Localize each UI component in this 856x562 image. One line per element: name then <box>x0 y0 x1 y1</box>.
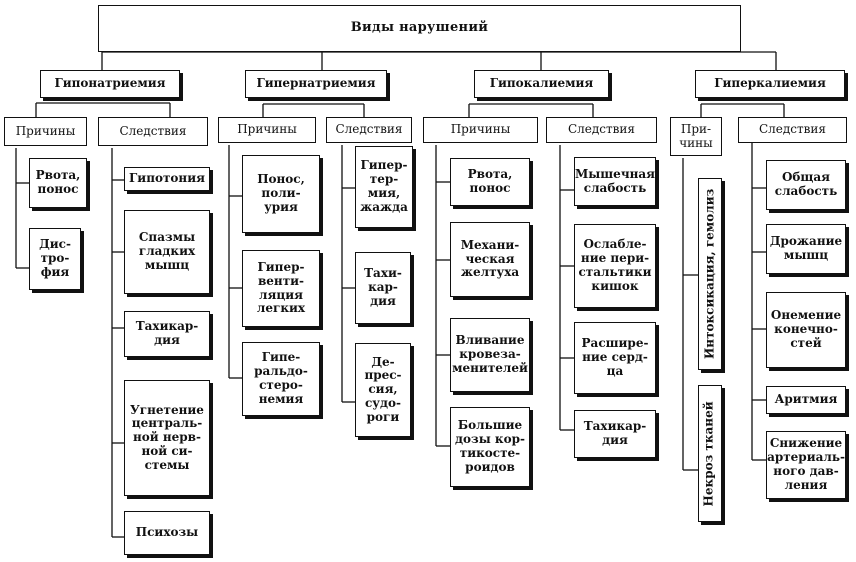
category-hyperkalemia: Гиперкалиемия <box>695 70 845 98</box>
diagram-title: Виды нарушений <box>98 5 741 52</box>
hyperkalemia-effect-item: Аритмия <box>766 386 846 414</box>
hyponatremia-effect-item: Тахикар- дия <box>124 311 210 357</box>
hyponatremia-cause-item: Рвота, понос <box>29 158 87 208</box>
hyponatremia-effect-item: Спазмы гладких мышц <box>124 210 210 294</box>
hyperkalemia-effects-header: Следствия <box>738 117 847 143</box>
hyponatremia-effect-item: Гипотония <box>124 167 210 191</box>
hyponatremia-effects-header: Следствия <box>98 117 208 146</box>
hypernatremia-effect-item: Тахи- кар- дия <box>355 252 411 324</box>
category-hypernatremia: Гипернатриемия <box>245 70 387 98</box>
hypernatremia-cause-item: Гипе- ральдо- стеро- немия <box>242 342 320 416</box>
hyperkalemia-cause-label: Интоксикация, гемолиз <box>702 188 717 360</box>
hyperkalemia-effect-item: Общая слабость <box>766 160 846 210</box>
hyponatremia-effect-item: Психозы <box>124 511 210 555</box>
hypernatremia-cause-item: Гипер- венти- ляция легких <box>242 250 320 327</box>
hyperkalemia-effect-item: Дрожание мышц <box>766 224 846 274</box>
hyponatremia-effect-item: Угнетение централь- ной нерв- ной си- ст… <box>124 380 210 496</box>
hyperkalemia-causes-header: При- чины <box>670 117 722 156</box>
category-hypokalemia: Гипокалиемия <box>474 70 609 98</box>
category-hyponatremia: Гипонатриемия <box>40 70 180 98</box>
hypokalemia-cause-item: Вливание кровеза- менителей <box>450 318 530 392</box>
hyperkalemia-effect-item: Снижение артериаль- ного дав- ления <box>766 431 846 499</box>
hypokalemia-effect-item: Мышечная слабость <box>574 157 656 206</box>
hypokalemia-effects-header: Следствия <box>546 117 657 143</box>
hyponatremia-cause-item: Дис- тро- фия <box>29 228 81 290</box>
hypernatremia-effect-item: Де- прес- сия, судо- роги <box>355 343 411 437</box>
hypernatremia-causes-header: Причины <box>218 117 316 143</box>
hypernatremia-cause-item: Понос, поли- урия <box>242 155 320 233</box>
hyponatremia-causes-header: Причины <box>4 117 87 146</box>
hypokalemia-effect-item: Ослабле- ние пери- стальтики кишок <box>574 224 656 308</box>
hypernatremia-effects-header: Следствия <box>326 117 412 143</box>
hypokalemia-cause-item: Механи- ческая желтуха <box>450 222 530 297</box>
hyperkalemia-effect-item: Онемение конечно- стей <box>766 292 846 368</box>
hypokalemia-cause-item: Рвота, понос <box>450 158 530 206</box>
hypokalemia-cause-item: Большие дозы кор- тикосте- роидов <box>450 407 530 487</box>
hypokalemia-causes-header: Причины <box>423 117 538 143</box>
hyperkalemia-cause-label: Некроз тканей <box>702 400 717 507</box>
hypokalemia-effect-item: Тахикар- дия <box>574 410 656 458</box>
hyperkalemia-cause-item: Интоксикация, гемолиз <box>698 178 722 370</box>
hyperkalemia-cause-item: Некроз тканей <box>698 385 722 522</box>
hypokalemia-effect-item: Расшире- ние серд- ца <box>574 322 656 394</box>
hypernatremia-effect-item: Гипер- тер- мия, жажда <box>355 146 413 228</box>
